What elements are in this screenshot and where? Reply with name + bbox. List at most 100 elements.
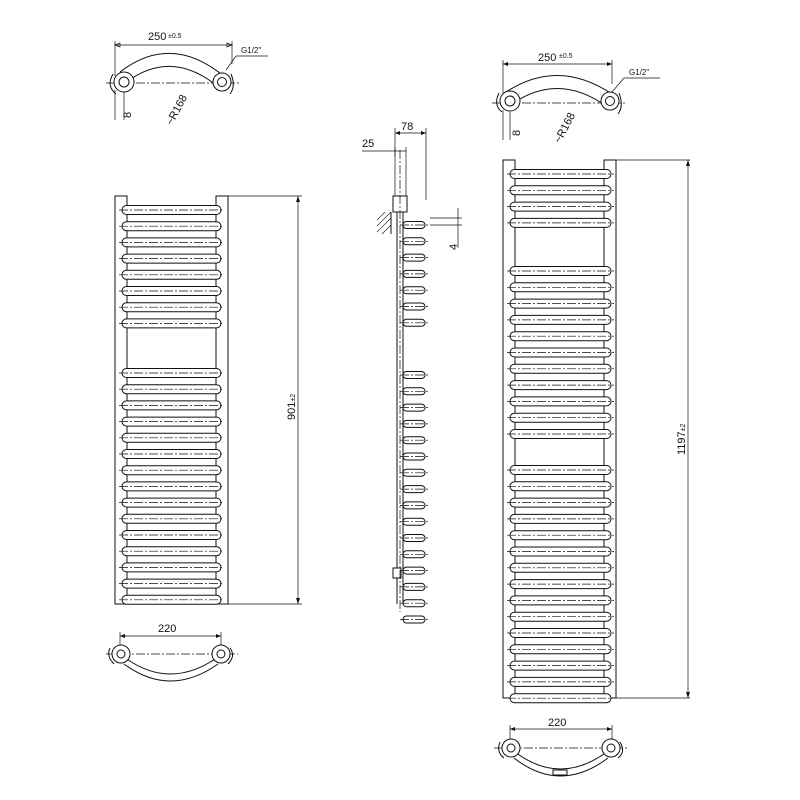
left-bottom-width-label: 220 xyxy=(158,623,176,635)
left-top-curved-tube xyxy=(119,53,227,79)
right-towel-bar xyxy=(507,628,614,638)
right-front-elevation: 1197±2 xyxy=(502,159,690,704)
left-top-width-label: 250 xyxy=(148,31,166,43)
left-towel-bar xyxy=(119,269,224,280)
left-towel-bar xyxy=(119,594,224,605)
right-thread-label: G1/2" xyxy=(629,68,649,77)
side-towel-bar xyxy=(400,436,430,445)
left-radiator-drawing: 250 ±0.5 G1/2" 8 ~R168 xyxy=(106,31,302,682)
right-towel-bar xyxy=(507,579,614,590)
side-towel-bar xyxy=(400,221,430,229)
side-bar-array xyxy=(400,221,430,624)
side-towel-bar xyxy=(400,253,430,262)
left-towel-bar xyxy=(119,302,224,313)
right-towel-bar xyxy=(507,497,614,508)
side-bar-size-label: 4 xyxy=(448,244,460,250)
side-towel-bar xyxy=(400,387,430,396)
right-towel-bar xyxy=(507,465,614,475)
left-towel-bar xyxy=(119,432,224,443)
left-thread-label: G1/2" xyxy=(241,46,261,55)
left-towel-bar xyxy=(119,562,224,573)
left-top-bracket-left xyxy=(113,71,135,93)
left-towel-bar xyxy=(119,368,224,378)
left-top-bracket-right xyxy=(212,72,232,92)
right-bottom-plan-view: 220 xyxy=(494,717,628,777)
right-towel-bar xyxy=(507,546,614,557)
left-radius-label: ~R168 xyxy=(164,93,190,128)
side-towel-bar xyxy=(400,599,430,608)
left-top-plan-view: 250 ±0.5 G1/2" 8 ~R168 xyxy=(106,31,268,127)
right-towel-bar xyxy=(507,331,614,342)
right-towel-bar xyxy=(507,693,614,704)
side-towel-bar xyxy=(400,468,430,477)
side-towel-bar xyxy=(400,517,430,526)
side-towel-bar xyxy=(400,302,430,311)
left-front-elevation: 901±2 xyxy=(114,195,302,605)
right-towel-bar xyxy=(507,644,614,655)
side-towel-bar xyxy=(400,534,430,542)
side-towel-bar xyxy=(400,550,430,559)
right-towel-bar xyxy=(507,429,614,439)
right-towel-bar xyxy=(507,676,614,687)
right-radiator-drawing: 250 ±0.5 G1/2" 8 ~R168 xyxy=(492,52,690,777)
side-towel-bar xyxy=(400,318,430,327)
left-towel-bar xyxy=(119,497,224,508)
right-bar-array xyxy=(507,169,614,704)
left-towel-bar xyxy=(119,465,224,476)
right-towel-bar xyxy=(507,185,614,196)
left-towel-bar xyxy=(119,400,224,411)
side-towel-bar xyxy=(400,269,430,278)
right-towel-bar xyxy=(507,363,614,374)
left-towel-bar xyxy=(119,449,224,459)
right-bottom-width-label: 220 xyxy=(548,717,566,729)
side-towel-bar xyxy=(400,615,430,624)
left-towel-bar xyxy=(119,237,224,248)
right-towel-bar xyxy=(507,481,614,492)
left-towel-bar xyxy=(119,318,224,329)
left-towel-bar xyxy=(119,578,224,589)
left-towel-bar xyxy=(119,546,224,557)
right-towel-bar xyxy=(507,347,614,358)
right-top-bracket-right xyxy=(600,91,620,111)
right-towel-bar xyxy=(507,513,614,524)
right-towel-bar xyxy=(507,298,614,309)
left-bottom-curved-tube xyxy=(119,653,223,675)
side-bottom-bracket xyxy=(392,567,402,579)
side-towel-bar xyxy=(400,566,430,575)
left-top-width-tolerance: ±0.5 xyxy=(168,33,182,40)
side-towel-bar xyxy=(400,237,430,246)
right-top-width-label: 250 xyxy=(538,52,556,64)
left-rail-left xyxy=(114,195,128,605)
left-towel-bar xyxy=(119,253,224,264)
right-bottom-curved-tube xyxy=(509,747,613,770)
left-towel-bar xyxy=(119,384,224,395)
right-towel-bar xyxy=(507,282,614,293)
left-towel-bar xyxy=(119,221,224,232)
side-towel-bar xyxy=(400,286,430,295)
left-towel-bar xyxy=(119,481,224,492)
left-height-label: 901±2 xyxy=(286,394,298,420)
right-top-plan-view: 250 ±0.5 G1/2" 8 ~R168 xyxy=(492,52,660,145)
side-towel-bar xyxy=(400,371,430,379)
right-towel-bar xyxy=(507,562,614,573)
right-top-curved-tube xyxy=(505,75,613,95)
left-offset-label: 8 xyxy=(122,112,134,118)
right-towel-bar xyxy=(507,396,614,407)
right-towel-bar xyxy=(507,217,614,228)
side-wall-hatch xyxy=(376,211,392,235)
side-wall-label: 25 xyxy=(362,138,374,150)
side-towel-bar xyxy=(400,403,430,412)
left-towel-bar xyxy=(119,286,224,296)
right-top-width-tolerance: ±0.5 xyxy=(559,53,573,60)
right-height-label: 1197±2 xyxy=(676,424,688,455)
side-depth-label: 78 xyxy=(401,121,413,133)
right-towel-bar xyxy=(507,201,614,212)
left-towel-bar xyxy=(119,530,224,540)
side-towel-bar xyxy=(400,419,430,428)
left-towel-bar xyxy=(119,205,224,215)
left-towel-bar xyxy=(119,513,224,524)
right-towel-bar xyxy=(507,660,614,671)
left-bar-array xyxy=(119,205,224,605)
side-towel-bar xyxy=(400,582,430,591)
